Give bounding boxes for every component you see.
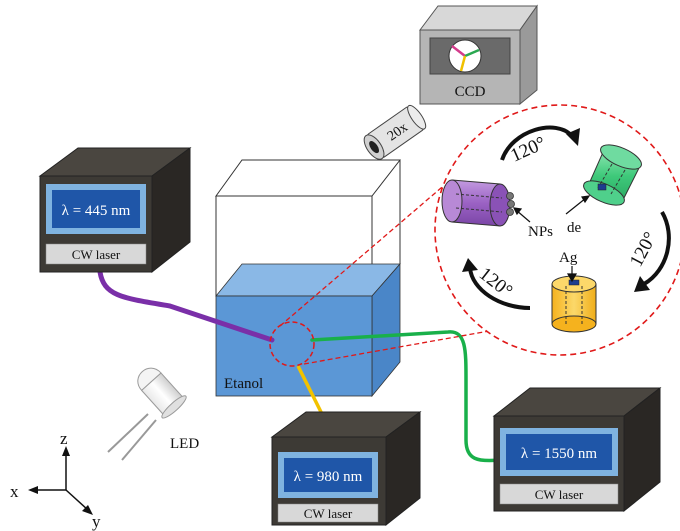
led-label: LED xyxy=(170,436,199,452)
nir980-laser-fiber xyxy=(296,365,327,421)
rotation-arrowhead-top xyxy=(566,128,580,146)
np-pointer-arrows xyxy=(512,195,591,283)
laser-1550-wavelength: λ = 1550 nm xyxy=(521,446,597,462)
np-label-line2: de xyxy=(567,220,582,236)
coordinate-axes xyxy=(28,446,93,515)
ccd-pink-indicator xyxy=(451,45,466,57)
laser-1550-screen xyxy=(506,434,612,470)
objective-lens: 20x xyxy=(363,104,427,160)
axis-z-label: z xyxy=(60,429,68,448)
laser-980-label: CW laser xyxy=(304,506,353,521)
laser-445-screen xyxy=(52,190,140,228)
rotation-arrowhead-right xyxy=(634,276,650,292)
blue-laser-fiber xyxy=(97,269,275,343)
focus-region xyxy=(269,321,315,367)
ir1550-laser-fiber xyxy=(310,330,502,463)
axis-x-label: x xyxy=(10,482,19,501)
yellow-fiber xyxy=(551,275,597,333)
zoom-line-top xyxy=(279,157,477,327)
axis-y-label: y xyxy=(92,512,101,531)
laser-445-label: CW laser xyxy=(72,247,121,262)
rotation-arrow-left xyxy=(468,267,531,310)
ethanol-label: Etanol xyxy=(224,376,263,392)
ccd-yellow-indicator xyxy=(459,55,467,72)
ethanol-liquid xyxy=(215,295,373,397)
zoom-line-bottom xyxy=(303,327,507,365)
laser-445-wavelength: λ = 445 nm xyxy=(62,203,131,219)
np-label-line1: NPs xyxy=(528,224,553,240)
led: LED xyxy=(107,367,199,461)
green-fiber xyxy=(583,144,642,206)
ccd-camera: CCD xyxy=(419,4,538,106)
laser-445: λ = 445 nm CW laser xyxy=(38,147,192,274)
laser-1550: λ = 1550 nm CW laser xyxy=(492,386,662,513)
ccd-green-indicator xyxy=(464,48,480,58)
rotation-arrowhead-left xyxy=(462,258,478,272)
laser-980-screen xyxy=(284,458,372,492)
rotation-arrow-top xyxy=(500,125,574,161)
purple-fiber xyxy=(441,179,515,227)
cuvette: Etanol xyxy=(215,159,402,398)
ccd-label: CCD xyxy=(455,84,486,100)
laser-1550-label: CW laser xyxy=(535,487,584,502)
inset-zoom: NPs de Ag 120° 120° 120° xyxy=(434,104,680,356)
rotation-arrow-right xyxy=(642,210,671,286)
laser-980-wavelength: λ = 980 nm xyxy=(294,469,363,485)
np-label-line3: Ag xyxy=(559,250,578,266)
laser-980: λ = 980 nm CW laser xyxy=(270,411,422,527)
